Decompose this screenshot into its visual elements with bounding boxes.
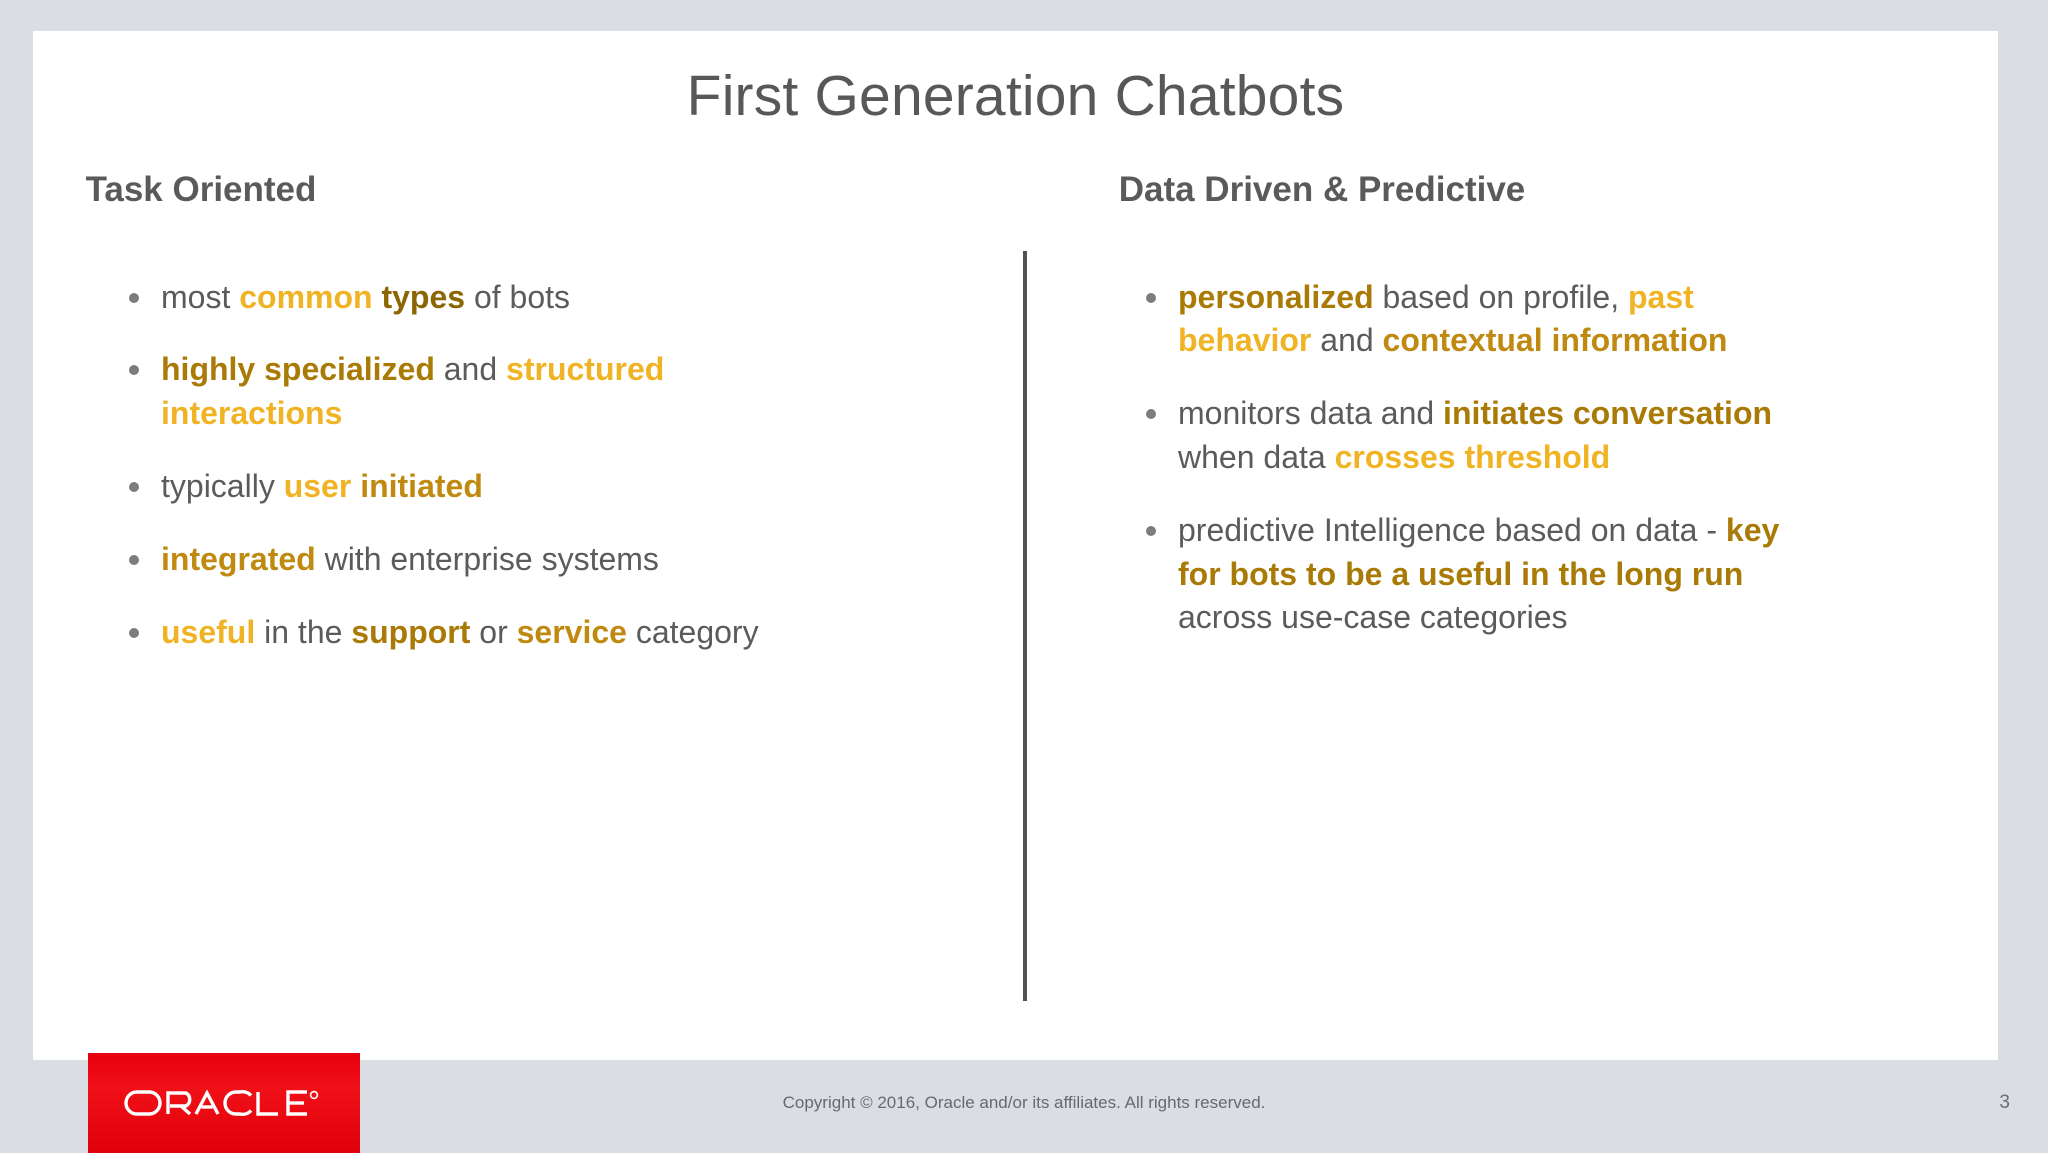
text-run: typically (161, 467, 284, 504)
text-run: past behavior (1178, 278, 1694, 359)
text-run: in the (255, 613, 352, 650)
bullet-dot-icon (129, 554, 139, 565)
bullet-dot-icon (129, 627, 139, 638)
column-heading-right: Data Driven & Predictive (1118, 170, 1526, 209)
column-data-driven: Data Driven & Predictive personalized ba… (1038, 170, 1983, 669)
bullet-dot-icon (129, 481, 139, 492)
bullet-list-left: most common types of bots highly speciali… (123, 276, 823, 655)
text-run: useful (161, 613, 256, 650)
text-run: when data (1178, 438, 1335, 475)
text-run: most (161, 278, 240, 315)
copyright-text: Copyright © 2016, Oracle and/or its affi… (782, 1093, 1266, 1112)
text-run (351, 468, 360, 504)
text-run: monitors data and (1178, 395, 1444, 432)
text-run: of bots (465, 278, 571, 315)
bullet-dot-icon (129, 292, 139, 303)
text-run: predictive Intelligence based on data - (1178, 511, 1726, 548)
text-run: initiates conversation (1443, 395, 1773, 432)
text-run: service (516, 613, 627, 650)
list-item: integrated with enterprise systems (123, 538, 823, 582)
page-number: 3 (1999, 1092, 2010, 1113)
list-item: personalized based on profile, past beha… (1140, 276, 1780, 364)
oracle-wordmark-icon (124, 1089, 319, 1117)
list-item: predictive Intelligence based on data - … (1140, 509, 1780, 640)
text-run: common (239, 278, 373, 315)
text-run: integrated (161, 540, 316, 577)
list-item: highly specialized and structured intera… (123, 348, 823, 436)
oracle-logo (88, 1053, 360, 1153)
bullet-dot-icon (1146, 409, 1156, 420)
text-run: types (381, 278, 466, 315)
text-run: with enterprise systems (315, 540, 659, 577)
text-run: key for bots to be a useful in the long … (1178, 511, 1780, 592)
bullet-list-right: personalized based on profile, past beha… (1140, 276, 1780, 641)
text-run: category (626, 613, 759, 650)
list-item: typically user initiated (123, 465, 823, 509)
list-item: monitors data and initiates conversation… (1140, 392, 1780, 480)
slide-canvas: First Generation Chatbots Task Oriented … (33, 31, 1998, 1060)
text-run: crosses threshold (1334, 438, 1611, 475)
text-run: highly specialized (161, 351, 435, 388)
list-item: useful in the support or service categor… (123, 611, 823, 655)
text-run: personalized (1178, 278, 1374, 315)
bullet-dot-icon (129, 365, 139, 376)
bullet-dot-icon (1146, 292, 1156, 303)
bullet-dot-icon (1146, 525, 1156, 536)
text-run: or (470, 613, 517, 650)
text-run: and (1311, 322, 1383, 359)
column-task-oriented: Task Oriented most common types of bots h… (41, 170, 991, 683)
content-columns: Task Oriented most common types of bots h… (33, 170, 1998, 1051)
text-run: based on profile, (1373, 278, 1628, 315)
text-run: support (351, 613, 471, 650)
text-run: and (434, 351, 507, 388)
text-run: user (283, 467, 352, 504)
column-heading-left: Task Oriented (85, 170, 317, 209)
text-run: across use-case categories (1178, 599, 1568, 636)
page-title: First Generation Chatbots (686, 64, 1345, 128)
slide-footer: Copyright © 2016, Oracle and/or its affi… (0, 1053, 2048, 1153)
text-run: contextual information (1382, 322, 1728, 359)
list-item: most common types of bots (123, 276, 823, 320)
column-divider (1023, 251, 1027, 1001)
text-run: initiated (360, 467, 483, 504)
text-run: structured interactions (161, 351, 665, 432)
